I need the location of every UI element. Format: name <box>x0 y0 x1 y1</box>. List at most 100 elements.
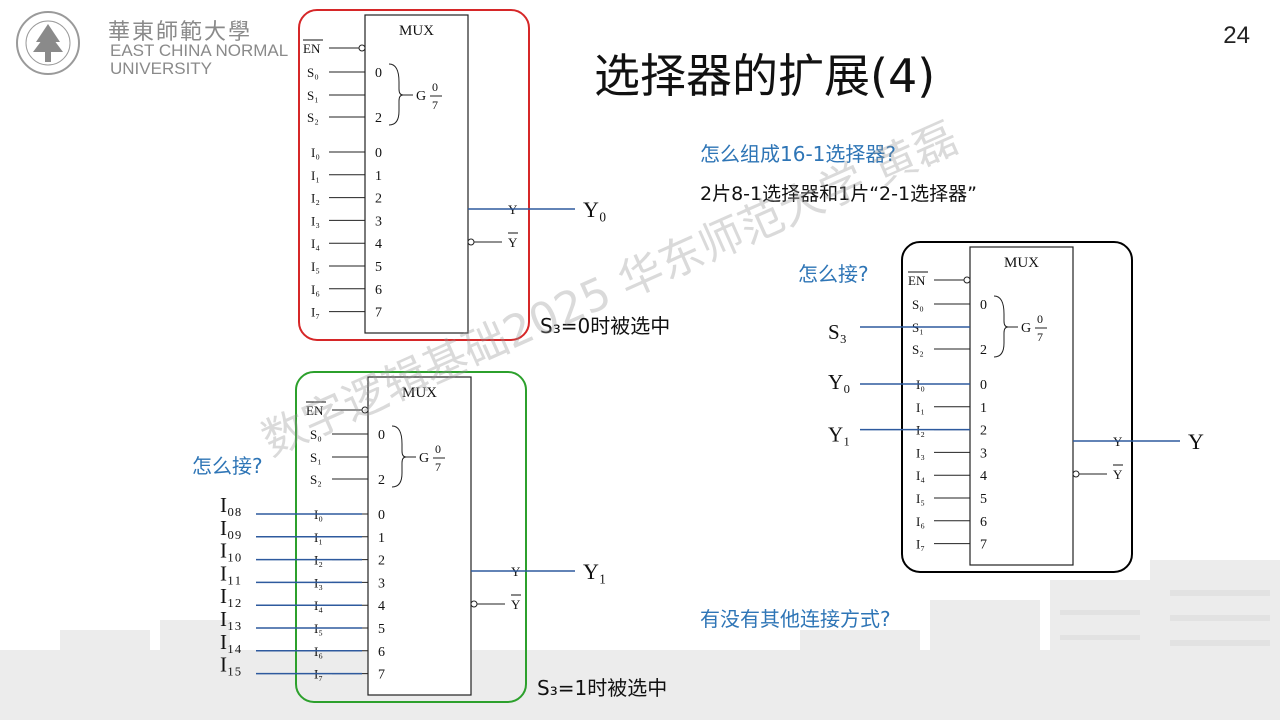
bottom-input-label-1: I₀₉ <box>220 516 242 540</box>
mux-top-out-ybar-label: Y <box>508 235 518 250</box>
output-final-label: Y <box>1188 429 1204 454</box>
mux-right-in-label-3: I₃ <box>916 445 925 460</box>
frame-mux-top <box>298 9 530 341</box>
mux-top-out-ybar-bubble <box>467 238 475 246</box>
page-number: 24 <box>1223 22 1250 49</box>
mux-top-group-top: 0 <box>432 80 438 94</box>
question-how-connect-left: 怎么接? <box>192 454 263 478</box>
mux-top-sel-label-1: S₁ <box>307 88 319 103</box>
mux-right-in-label-4: I₄ <box>916 468 925 483</box>
mux-bottom-in-pin-6: 6 <box>378 645 385 660</box>
mux-right-in-label-1: I₁ <box>916 400 925 415</box>
mux-top-in-label-7: I₇ <box>311 305 320 320</box>
mux-right-in-pin-6: 6 <box>980 515 987 530</box>
mux-bottom-in-pin-0: 0 <box>378 508 385 523</box>
mux-top-in-pin-2: 2 <box>375 192 382 207</box>
mux-bottom-en-bubble <box>361 406 369 414</box>
logo-chinese-name: 華東師範大學 <box>108 20 253 45</box>
mux-top-group-bottom: 7 <box>432 98 438 112</box>
mux-right-en-label: EN <box>908 273 926 288</box>
question-compose-16-1: 怎么组成16-1选择器? <box>700 142 897 166</box>
mux-top-in-pin-7: 7 <box>375 306 382 321</box>
mux-top-in-label-4: I₄ <box>311 236 320 251</box>
mux-right-sel-label-0: S₀ <box>912 297 924 312</box>
output-y0-label: Y₀ <box>583 197 607 222</box>
bottom-input-label-7: I₁₅ <box>220 653 242 677</box>
mux-top-sel-pin-2: 2 <box>375 111 382 126</box>
bottom-input-label-2: I₁₀ <box>220 539 242 563</box>
mux-bottom-title: MUX <box>402 385 437 401</box>
mux-bottom-sel-pin-0: 0 <box>378 428 385 443</box>
question-how-connect-right: 怎么接? <box>798 262 869 286</box>
mux-bottom-out-ybar-bubble <box>470 600 478 608</box>
mux-right-chip: MUXENS₀S₁S₂02G07I₀0I₁1I₂2I₃3I₄4I₅5I₆6I₇7… <box>908 246 1123 566</box>
mux-bottom-sel-label-1: S₁ <box>310 450 322 465</box>
mux-top-in-label-6: I₆ <box>311 282 320 297</box>
right-input-y1-label: Y₁ <box>828 423 851 447</box>
mux-bottom-sel-pin-2: 2 <box>378 473 385 488</box>
answer-compose-16-1: 2片8-1选择器和1片“2-1选择器” <box>700 183 977 205</box>
mux-right-sel-label-2: S₂ <box>912 342 924 357</box>
mux-right-in-pin-1: 1 <box>980 401 987 416</box>
mux-bottom-in-pin-4: 4 <box>378 599 385 614</box>
mux-bottom-sel-label-2: S₂ <box>310 472 322 487</box>
mux-bottom-in-pin-7: 7 <box>378 668 385 683</box>
mux-top-en-bubble <box>358 44 366 52</box>
mux-bottom-sel-label-0: S₀ <box>310 427 322 442</box>
mux-right-sel-pin-0: 0 <box>980 298 987 313</box>
mux-right-title: MUX <box>1004 255 1039 271</box>
mux-bottom-group-label: G <box>419 451 429 466</box>
university-seal-icon <box>16 11 80 75</box>
mux-right-box <box>969 246 1074 566</box>
logo-english-line1: EAST CHINA NORMAL <box>110 41 289 60</box>
mux-right-group-label: G <box>1021 321 1031 336</box>
mux-bottom-en-label: EN <box>306 403 324 418</box>
mux-top-in-label-2: I₂ <box>311 191 320 206</box>
frame-mux-right <box>901 241 1133 573</box>
mux-top-in-pin-6: 6 <box>375 283 382 298</box>
mux-top-in-pin-0: 0 <box>375 146 382 161</box>
mux-bottom-in-pin-5: 5 <box>378 622 385 637</box>
mux-top-box <box>364 14 469 334</box>
mux-bottom-group-top: 0 <box>435 442 441 456</box>
slide-title: 选择器的扩展(4) <box>594 49 936 103</box>
mux-bottom-in-pin-2: 2 <box>378 554 385 569</box>
university-logo: 華東師範大學 EAST CHINA NORMAL UNIVERSITY <box>12 8 292 78</box>
mux-right-in-label-5: I₅ <box>916 491 925 506</box>
mux-top-en-label: EN <box>303 41 321 56</box>
mux-top-in-pin-3: 3 <box>375 214 382 229</box>
output-y1-label: Y₁ <box>583 559 607 584</box>
mux-right-out-ybar-bubble <box>1072 470 1080 478</box>
mux-top-sel-label-0: S₀ <box>307 65 319 80</box>
mux-top-title: MUX <box>399 23 434 39</box>
mux-top-in-label-0: I₀ <box>311 145 320 160</box>
mux-bottom-in-pin-1: 1 <box>378 531 385 546</box>
bottom-input-label-0: I₀₈ <box>220 493 242 517</box>
mux-bottom-out-ybar-label: Y <box>511 597 521 612</box>
mux-right-in-pin-4: 4 <box>980 469 987 484</box>
question-other-connections: 有没有其他连接方式? <box>700 607 891 631</box>
mux-right-in-label-6: I₆ <box>916 514 925 529</box>
bottom-input-label-5: I₁₃ <box>220 607 242 631</box>
mux-bottom-chip: MUXENS₀S₁S₂02G07I₀0I₁1I₂2I₃3I₄4I₅5I₆6I₇7… <box>306 376 521 696</box>
mux-bottom-box <box>367 376 472 696</box>
mux-top-in-label-1: I₁ <box>311 168 320 183</box>
note-s3-one: S₃=1时被选中 <box>537 676 668 700</box>
mux-right-in-label-7: I₇ <box>916 537 925 552</box>
mux-bottom-in-pin-3: 3 <box>378 576 385 591</box>
mux-right-group-bottom: 7 <box>1037 330 1043 344</box>
mux-top-in-pin-4: 4 <box>375 237 382 252</box>
bottom-input-label-6: I₁₄ <box>220 630 242 654</box>
mux-right-in-pin-0: 0 <box>980 378 987 393</box>
mux-right-en-bubble <box>963 276 971 284</box>
mux-right-in-pin-7: 7 <box>980 538 987 553</box>
mux-top-in-label-3: I₃ <box>311 213 320 228</box>
mux-right-out-ybar-label: Y <box>1113 467 1123 482</box>
mux-top-sel-pin-0: 0 <box>375 66 382 81</box>
mux-top-group-label: G <box>416 89 426 104</box>
mux-right-in-pin-2: 2 <box>980 424 987 439</box>
mux-top-in-label-5: I₅ <box>311 259 320 274</box>
right-input-s3-label: S₃ <box>828 320 847 344</box>
